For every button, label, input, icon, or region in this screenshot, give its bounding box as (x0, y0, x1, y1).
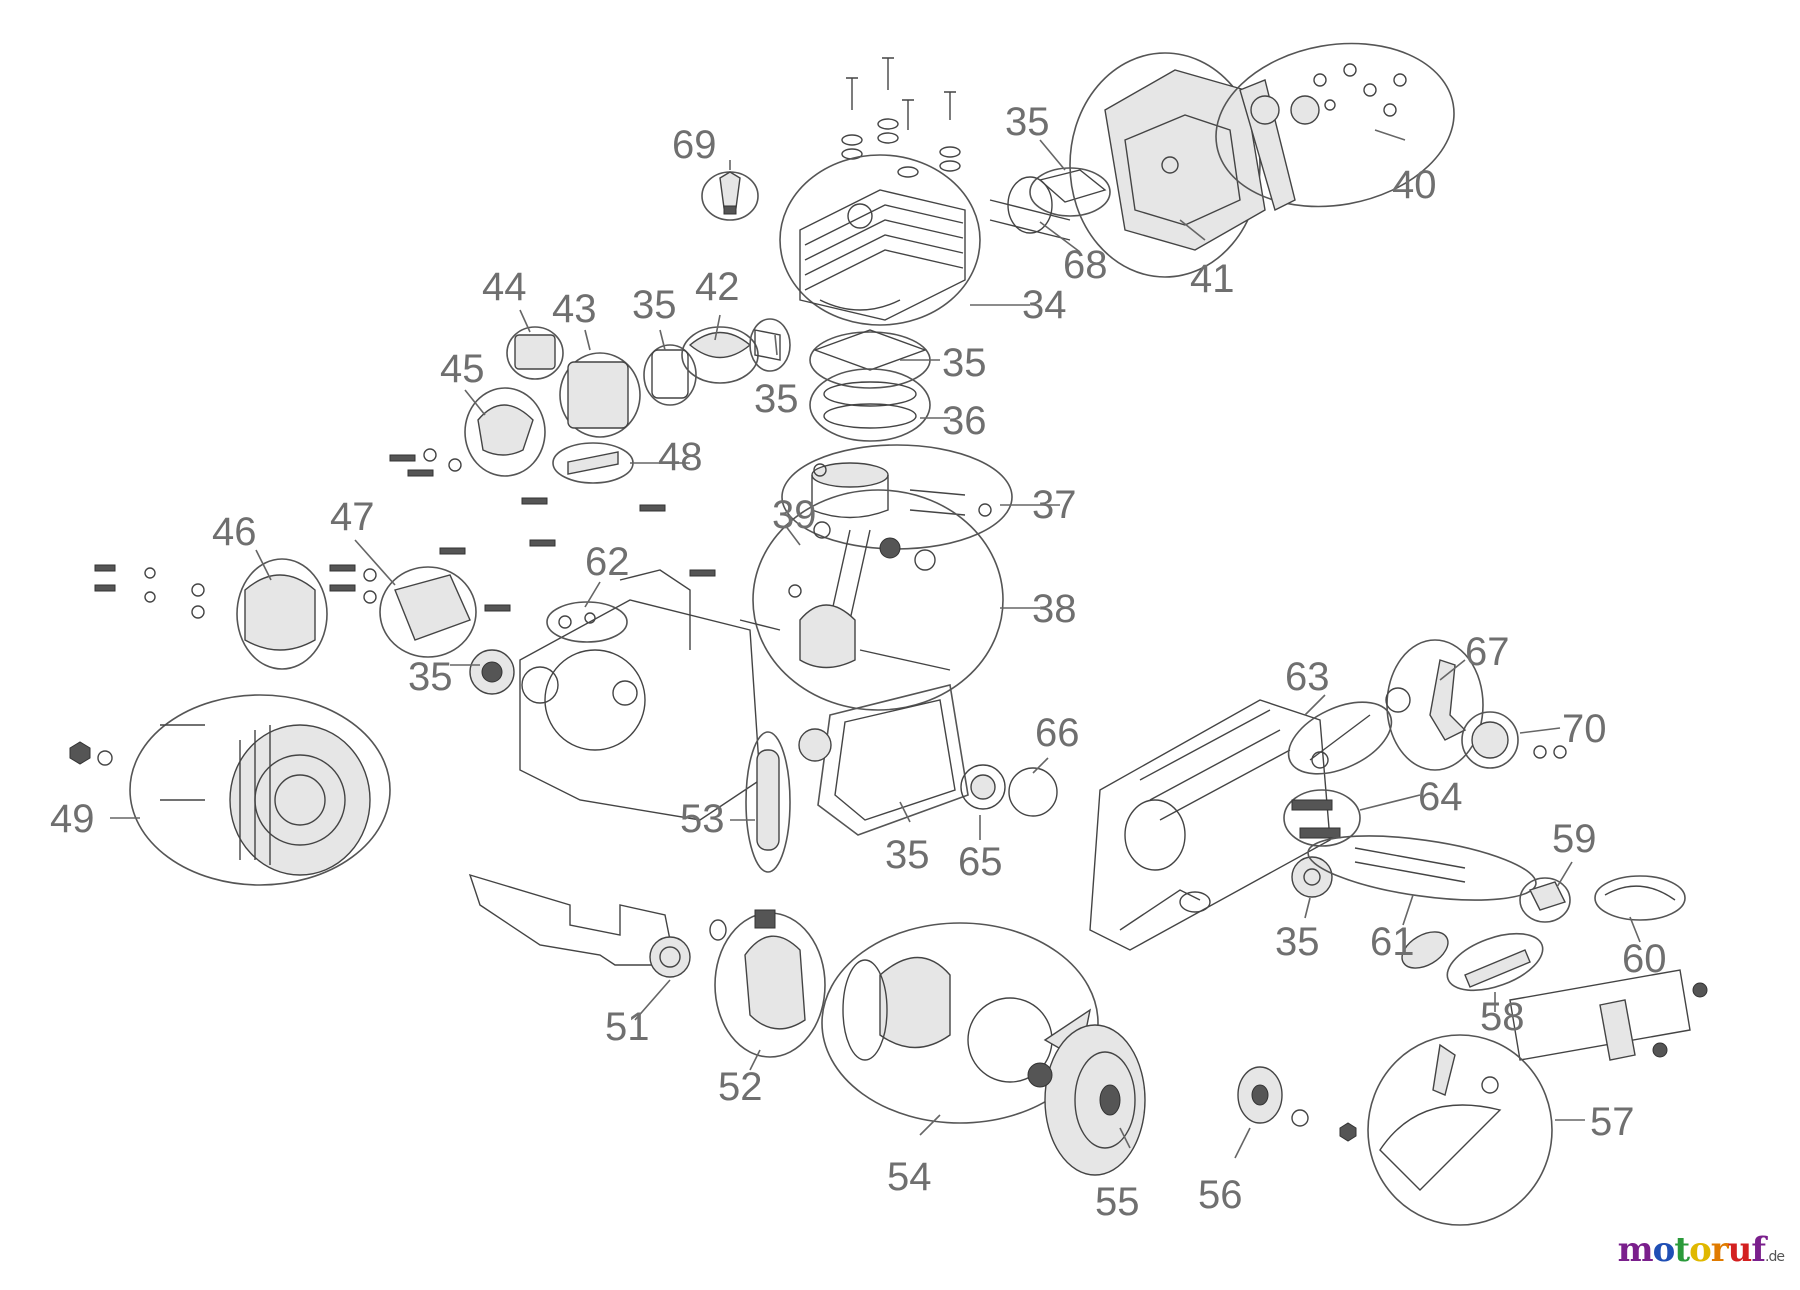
part-label: 45 (440, 347, 485, 391)
brake-band-group (1367, 1034, 1553, 1226)
part-label: 37 (1032, 483, 1077, 527)
muffler-bracket-group (1215, 42, 1455, 212)
part-label: 41 (1190, 257, 1235, 301)
part-label: 35 (1005, 100, 1050, 144)
part-label: 35 (1275, 920, 1320, 964)
ignition-group (236, 558, 628, 695)
bolts-left (94, 448, 716, 619)
intake-group (464, 318, 791, 477)
leader-lines (110, 129, 1641, 1159)
spark-plug-group (701, 171, 759, 221)
part-label: 57 (1590, 1100, 1635, 1144)
part-label: 39 (772, 493, 817, 537)
part-label: 35 (885, 833, 930, 877)
part-label: 53 (680, 797, 725, 841)
brake-lever-group (1385, 639, 1567, 771)
part-label: 66 (1035, 711, 1080, 755)
watermark-suffix: .de (1765, 1249, 1785, 1265)
clutch-drum-group (1027, 1024, 1357, 1176)
part-label: 56 (1198, 1173, 1243, 1217)
part-label: 67 (1465, 630, 1510, 674)
watermark-letter: o (1689, 1230, 1712, 1270)
cylinder-bolts (841, 57, 961, 178)
part-label: 69 (672, 123, 717, 167)
part-label: 49 (50, 797, 95, 841)
crankcase-left (519, 569, 761, 821)
part-label: 61 (1370, 920, 1415, 964)
part-label: 58 (1480, 995, 1525, 1039)
guard-plate (468, 873, 676, 966)
part-label: 43 (552, 287, 597, 331)
part-label: 52 (718, 1065, 763, 1109)
watermark-letter: m (1617, 1230, 1654, 1270)
flywheel-group (69, 694, 391, 886)
part-label: 60 (1622, 937, 1667, 981)
part-label: 48 (658, 435, 703, 479)
pin-group (552, 442, 634, 484)
part-label: 35 (754, 377, 799, 421)
part-label: 55 (1095, 1180, 1140, 1224)
cylinder-group (779, 154, 981, 326)
part-label: 46 (212, 510, 257, 554)
part-label: 65 (958, 840, 1003, 884)
part-label: 40 (1392, 163, 1437, 207)
part-label: 54 (887, 1155, 932, 1199)
part-label: 47 (330, 495, 375, 539)
watermark-letter: o (1652, 1230, 1676, 1270)
part-label: 42 (695, 265, 740, 309)
watermark-letter: r (1710, 1230, 1729, 1270)
part-label: 63 (1285, 655, 1330, 699)
part-label: 68 (1063, 243, 1108, 287)
part-label: 38 (1032, 587, 1077, 631)
watermark-letter: t (1674, 1230, 1690, 1270)
part-label: 70 (1562, 707, 1607, 751)
clutch-group (649, 909, 1099, 1124)
part-label: 51 (605, 1005, 650, 1049)
part-label: 35 (942, 341, 987, 385)
part-label: 59 (1552, 817, 1597, 861)
chain-tensioner-group (1401, 875, 1708, 1061)
chain-oil-group (1283, 701, 1537, 901)
part-label: 62 (585, 540, 630, 584)
crankshaft-group (739, 489, 1004, 711)
part-labels: 69 35 40 41 68 34 44 43 35 42 35 45 35 3… (50, 100, 1667, 1224)
watermark-logo: motoruf.de (1617, 1230, 1785, 1270)
part-label: 35 (408, 655, 453, 699)
part-label: 36 (942, 399, 987, 443)
muffler-group (1069, 52, 1266, 278)
watermark-letter: u (1727, 1230, 1753, 1270)
crankcase-right (1089, 699, 1331, 951)
part-label: 35 (632, 283, 677, 327)
part-label: 34 (1022, 283, 1067, 327)
watermark-letter: f (1751, 1230, 1766, 1270)
part-label: 64 (1418, 775, 1463, 819)
oil-pump-group (745, 684, 1058, 873)
part-label: 44 (482, 265, 527, 309)
